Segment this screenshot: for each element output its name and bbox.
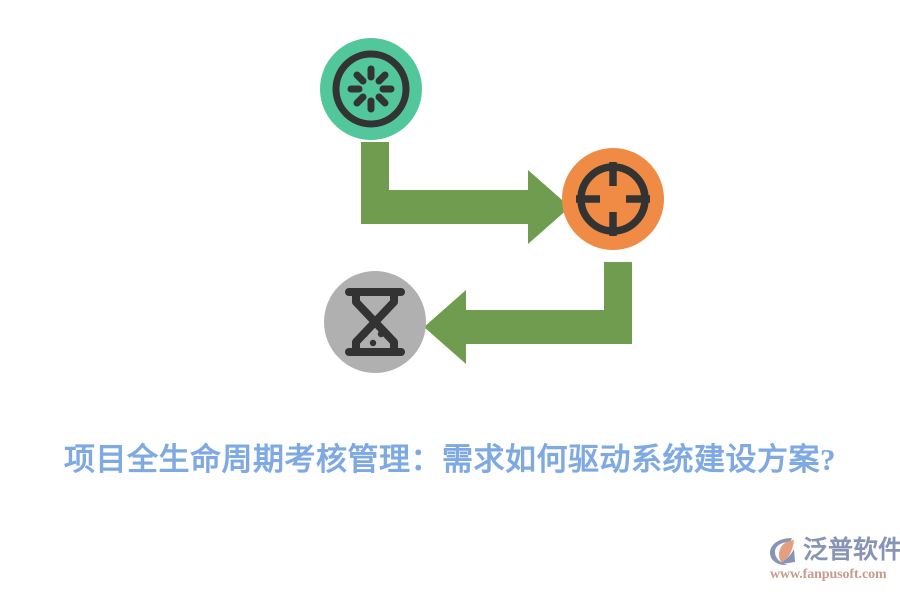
connector-arrow-node1-to-node2: [361, 142, 570, 244]
target-node-circle: [562, 148, 664, 250]
hourglass-icon: [345, 288, 405, 356]
logo-company-name: 泛普软件: [803, 537, 900, 564]
diagram-svg: [320, 38, 664, 373]
process-flow-diagram: [320, 38, 664, 373]
connector-arrow-node2-to-node3: [424, 262, 632, 364]
flow-node-target[interactable]: [562, 148, 664, 250]
arrow-1-shape: [361, 142, 570, 244]
page-title: 项目全生命周期考核管理：需求如何驱动系统建设方案?: [64, 442, 836, 477]
flow-node-hourglass[interactable]: [324, 271, 426, 373]
fanpu-logo-mark-icon: [770, 538, 795, 565]
spinner-loading-icon: [332, 50, 410, 128]
flow-node-spinner[interactable]: [320, 38, 422, 140]
logo-website-url: www.fanpusoft.com: [770, 567, 887, 582]
arrow-2-shape: [424, 262, 632, 364]
watermark-logo: 泛普软件 www.fanpusoft.com: [768, 534, 900, 592]
logo-row: 泛普软件: [768, 534, 900, 568]
crosshair-target-icon: [576, 162, 650, 236]
